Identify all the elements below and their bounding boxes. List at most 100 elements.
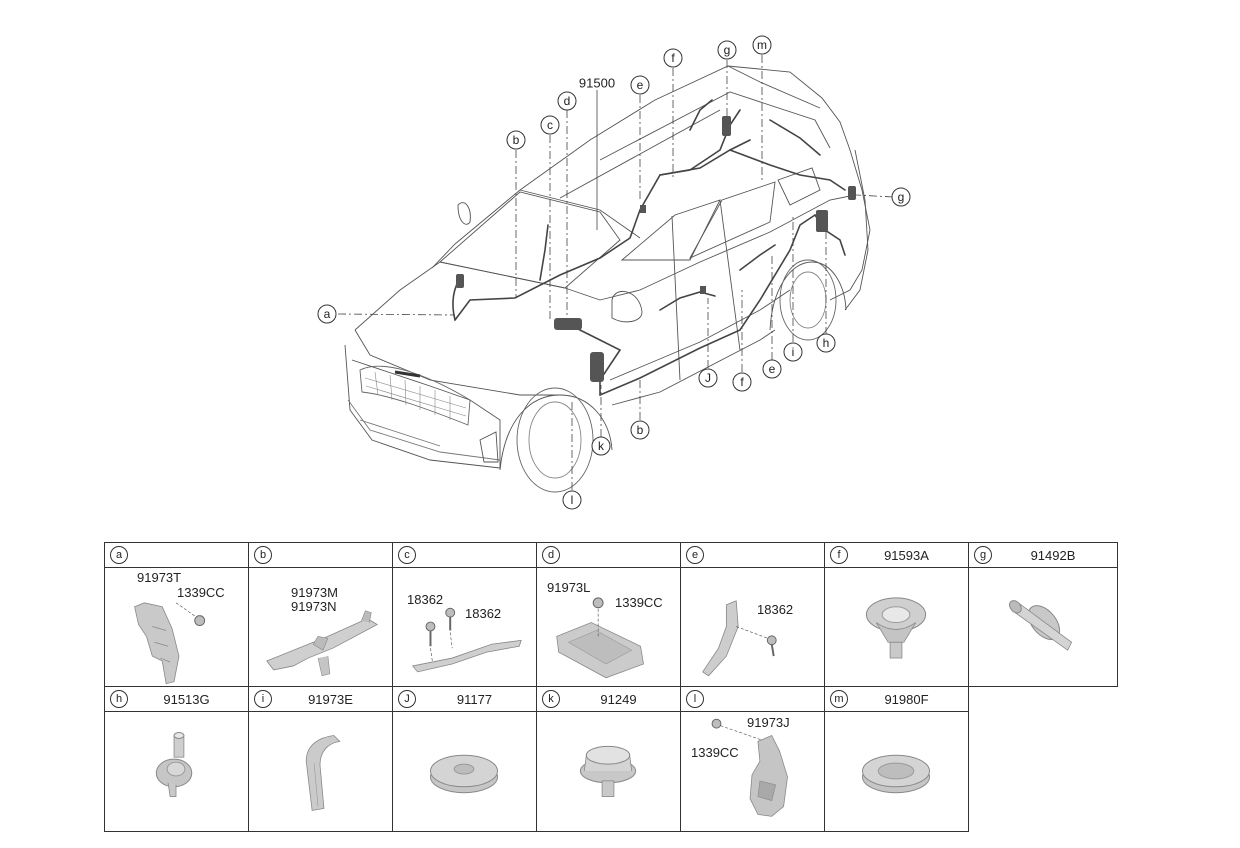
- label-91973l: 91973L: [547, 580, 591, 595]
- callout-b-top: [506, 130, 526, 150]
- bracket-91973j-icon: [711, 718, 788, 817]
- cell-letter: m: [830, 690, 848, 708]
- label-18362-right: 18362: [465, 606, 502, 621]
- part-cell-b[interactable]: b 91973M 91973N: [248, 542, 393, 687]
- plug-91980f-icon: [861, 754, 931, 794]
- grommet-91492b-icon: [1009, 600, 1073, 651]
- callout-g-right: [891, 187, 911, 207]
- cell-header-part: 91513G: [163, 692, 210, 707]
- callout-b-bottom: [630, 420, 650, 440]
- callout-f-bottom-text: f: [740, 375, 744, 389]
- part-cell-c[interactable]: c 18362 18362: [392, 542, 537, 687]
- cell-letter: k: [542, 690, 560, 708]
- bolts-18362-icon: [411, 607, 522, 673]
- part-cell-h[interactable]: h 91513G: [104, 686, 249, 832]
- callout-e-top: [630, 75, 650, 95]
- vehicle-body: [344, 65, 871, 493]
- part-cell-m[interactable]: m 91980F: [824, 686, 969, 832]
- bracket-91973t-icon: [134, 602, 206, 685]
- label-91973j: 91973J: [747, 715, 790, 730]
- callout-f-top: [663, 48, 683, 68]
- part-cell-a[interactable]: a 91973T 1339CC: [104, 542, 249, 687]
- wiring-harness: [452, 99, 846, 396]
- cell-header: b: [249, 543, 392, 568]
- cell-header: c: [393, 543, 536, 568]
- part-cell-d[interactable]: d 91973L 1339CC: [536, 542, 681, 687]
- callout-k-text: k: [598, 439, 605, 453]
- cell-letter: a: [110, 546, 128, 564]
- label-1339cc: 1339CC: [177, 585, 225, 600]
- cell-header: d: [537, 543, 680, 568]
- callout-g-top-text: g: [724, 43, 731, 57]
- callouts: [317, 35, 911, 510]
- plug-91177-icon: [429, 754, 499, 794]
- cell-header: g 91492B: [969, 543, 1117, 568]
- callout-a-text: a: [324, 307, 331, 321]
- part-cell-l[interactable]: l 91973J 1339CC: [680, 686, 825, 832]
- callout-d-text: d: [564, 94, 571, 108]
- cell-letter: b: [254, 546, 272, 564]
- cell-header-part: 91249: [600, 692, 637, 707]
- callout-i-text: i: [792, 345, 795, 359]
- label-18362: 18362: [757, 602, 794, 617]
- cell-letter: f: [830, 546, 848, 564]
- main-part-number: 91500: [579, 76, 615, 91]
- label-1339cc: 1339CC: [691, 745, 739, 760]
- cell-header-part: 91973E: [308, 692, 353, 707]
- cell-header: e: [681, 543, 824, 568]
- callout-m: [752, 35, 772, 55]
- cell-header-part: 91177: [456, 692, 493, 707]
- label-91973n: 91973N: [291, 599, 337, 614]
- callout-e-top-text: e: [637, 78, 644, 92]
- callout-h-text: h: [823, 336, 830, 350]
- grommet-91593a-icon: [865, 597, 927, 659]
- cell-letter: h: [110, 690, 128, 708]
- cell-letter: c: [398, 546, 416, 564]
- callout-l: [562, 490, 582, 510]
- label-91973m: 91973M: [291, 585, 338, 600]
- callout-i: [783, 342, 803, 362]
- callout-a: [317, 304, 337, 324]
- bracket-18362-icon: [702, 600, 777, 677]
- part-cell-f[interactable]: f 91593A: [824, 542, 969, 687]
- bracket-91973l-icon: [556, 597, 644, 679]
- part-cell-k[interactable]: k 91249: [536, 686, 681, 832]
- callout-j: [698, 368, 718, 388]
- callout-f-top-text: f: [671, 51, 675, 65]
- callout-b-bottom-text: b: [637, 423, 644, 437]
- cell-header-part: 91980F: [884, 692, 929, 707]
- label-1339cc: 1339CC: [615, 595, 663, 610]
- part-cell-e[interactable]: e 18362: [680, 542, 825, 687]
- protector-91973e-icon: [305, 735, 341, 811]
- cell-header: l: [681, 687, 824, 712]
- callout-h: [816, 333, 836, 353]
- harness-connectors: [456, 116, 856, 382]
- callout-b-top-text: b: [513, 133, 520, 147]
- part-cell-g[interactable]: g 91492B: [968, 542, 1118, 687]
- cell-letter: e: [686, 546, 704, 564]
- callout-g-top: [717, 40, 737, 60]
- grommet-91249-icon: [579, 745, 637, 798]
- label-91973t: 91973T: [137, 570, 182, 585]
- cell-header: h 91513G: [105, 687, 248, 712]
- cell-letter: d: [542, 546, 560, 564]
- cell-header-part: 91593A: [884, 548, 929, 563]
- cell-header-part: 91492B: [1030, 548, 1076, 563]
- callout-d: [557, 91, 577, 111]
- callout-c-text: c: [547, 118, 553, 132]
- grommet-91513g-icon: [155, 732, 193, 798]
- callout-e-bottom-text: e: [769, 362, 776, 376]
- callout-k: [591, 436, 611, 456]
- vehicle-wiring-illustration: a b c d e f g m g h i e f J b k l 91500: [317, 35, 911, 510]
- cell-header: k 91249: [537, 687, 680, 712]
- parts-table: a 91973T 1339CC b: [104, 542, 1118, 832]
- cell-letter: g: [974, 546, 992, 564]
- callout-m-text: m: [757, 38, 767, 52]
- part-cell-i[interactable]: i 91973E: [248, 686, 393, 832]
- cell-letter: l: [686, 690, 704, 708]
- cell-letter: i: [254, 690, 272, 708]
- cell-header: m 91980F: [825, 687, 968, 712]
- part-cell-j[interactable]: J 91177: [392, 686, 537, 832]
- leader-lines: [337, 55, 894, 490]
